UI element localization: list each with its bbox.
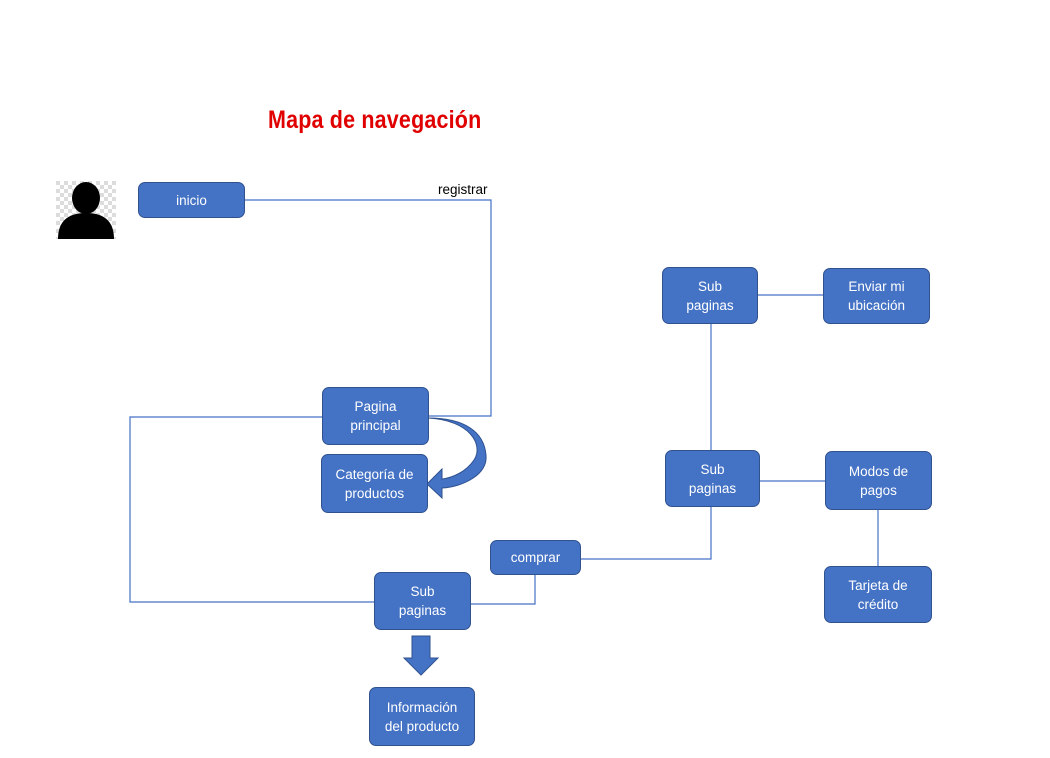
node-sub-paginas-bottom[interactable]: Sub paginas (374, 572, 471, 630)
connector-comprar-sub (470, 574, 536, 605)
node-informacion-producto[interactable]: Información del producto (369, 687, 475, 746)
node-inicio[interactable]: inicio (138, 182, 245, 218)
connector-comprar-submid (580, 506, 712, 560)
node-sub-paginas-top[interactable]: Sub paginas (662, 267, 758, 324)
node-categoria-productos[interactable]: Categoría de productos (321, 454, 428, 513)
connector-left-loop (129, 416, 375, 603)
node-pagina-principal[interactable]: Pagina principal (322, 387, 429, 445)
node-modos-pagos[interactable]: Modos de pagos (825, 451, 932, 510)
node-enviar-ubicacion[interactable]: Enviar mi ubicación (823, 268, 930, 324)
node-sub-paginas-mid[interactable]: Sub paginas (665, 450, 760, 507)
down-arrow-icon (402, 635, 440, 676)
diagram-title: Mapa de navegación (268, 106, 482, 134)
node-tarjeta-credito[interactable]: Tarjeta de crédito (824, 566, 932, 623)
curved-arrow-icon (426, 417, 487, 500)
user-silhouette-icon (56, 181, 116, 239)
edge-label-registrar: registrar (438, 182, 488, 197)
connector-registrar (244, 199, 492, 417)
node-comprar[interactable]: comprar (490, 540, 581, 575)
